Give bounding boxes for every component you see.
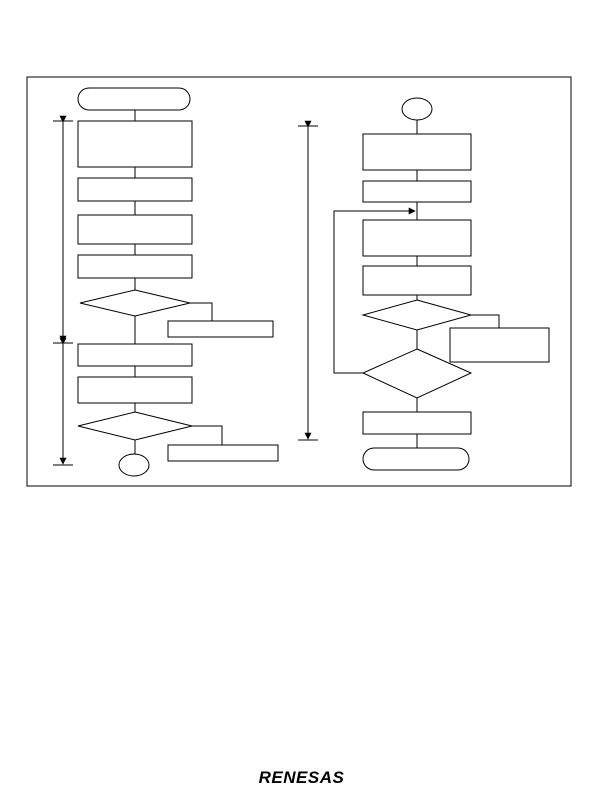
right-decision-1	[361, 299, 473, 331]
left-side-box-2	[167, 444, 279, 462]
right-timing-arrows	[298, 120, 318, 441]
figure-frame	[26, 76, 572, 487]
left-process-box-3	[77, 214, 193, 245]
left-connector-circle	[118, 453, 150, 477]
brand-logo: RENESAS	[258, 768, 345, 787]
left-decision-1	[79, 289, 191, 317]
left-side-box-1	[167, 320, 274, 338]
right-loop-line	[333, 207, 416, 374]
left-start-terminator	[77, 87, 191, 111]
right-process-box-3	[362, 219, 472, 257]
left-process-box-5	[77, 343, 193, 367]
right-process-box-4	[362, 265, 472, 296]
right-end-terminator	[362, 447, 470, 471]
right-connector-circle	[401, 97, 433, 121]
left-process-box-4	[77, 254, 193, 279]
left-process-box-6	[77, 376, 193, 404]
right-process-box-1	[362, 133, 472, 171]
left-decision-2	[77, 411, 193, 441]
left-process-box-2	[77, 177, 193, 202]
right-side-box	[449, 327, 550, 363]
right-process-box-2	[362, 180, 472, 203]
left-flow	[77, 87, 279, 477]
left-timing-arrows	[53, 115, 73, 466]
left-process-box-1	[77, 120, 193, 168]
right-flow	[361, 97, 550, 471]
right-process-box-5	[362, 411, 472, 435]
